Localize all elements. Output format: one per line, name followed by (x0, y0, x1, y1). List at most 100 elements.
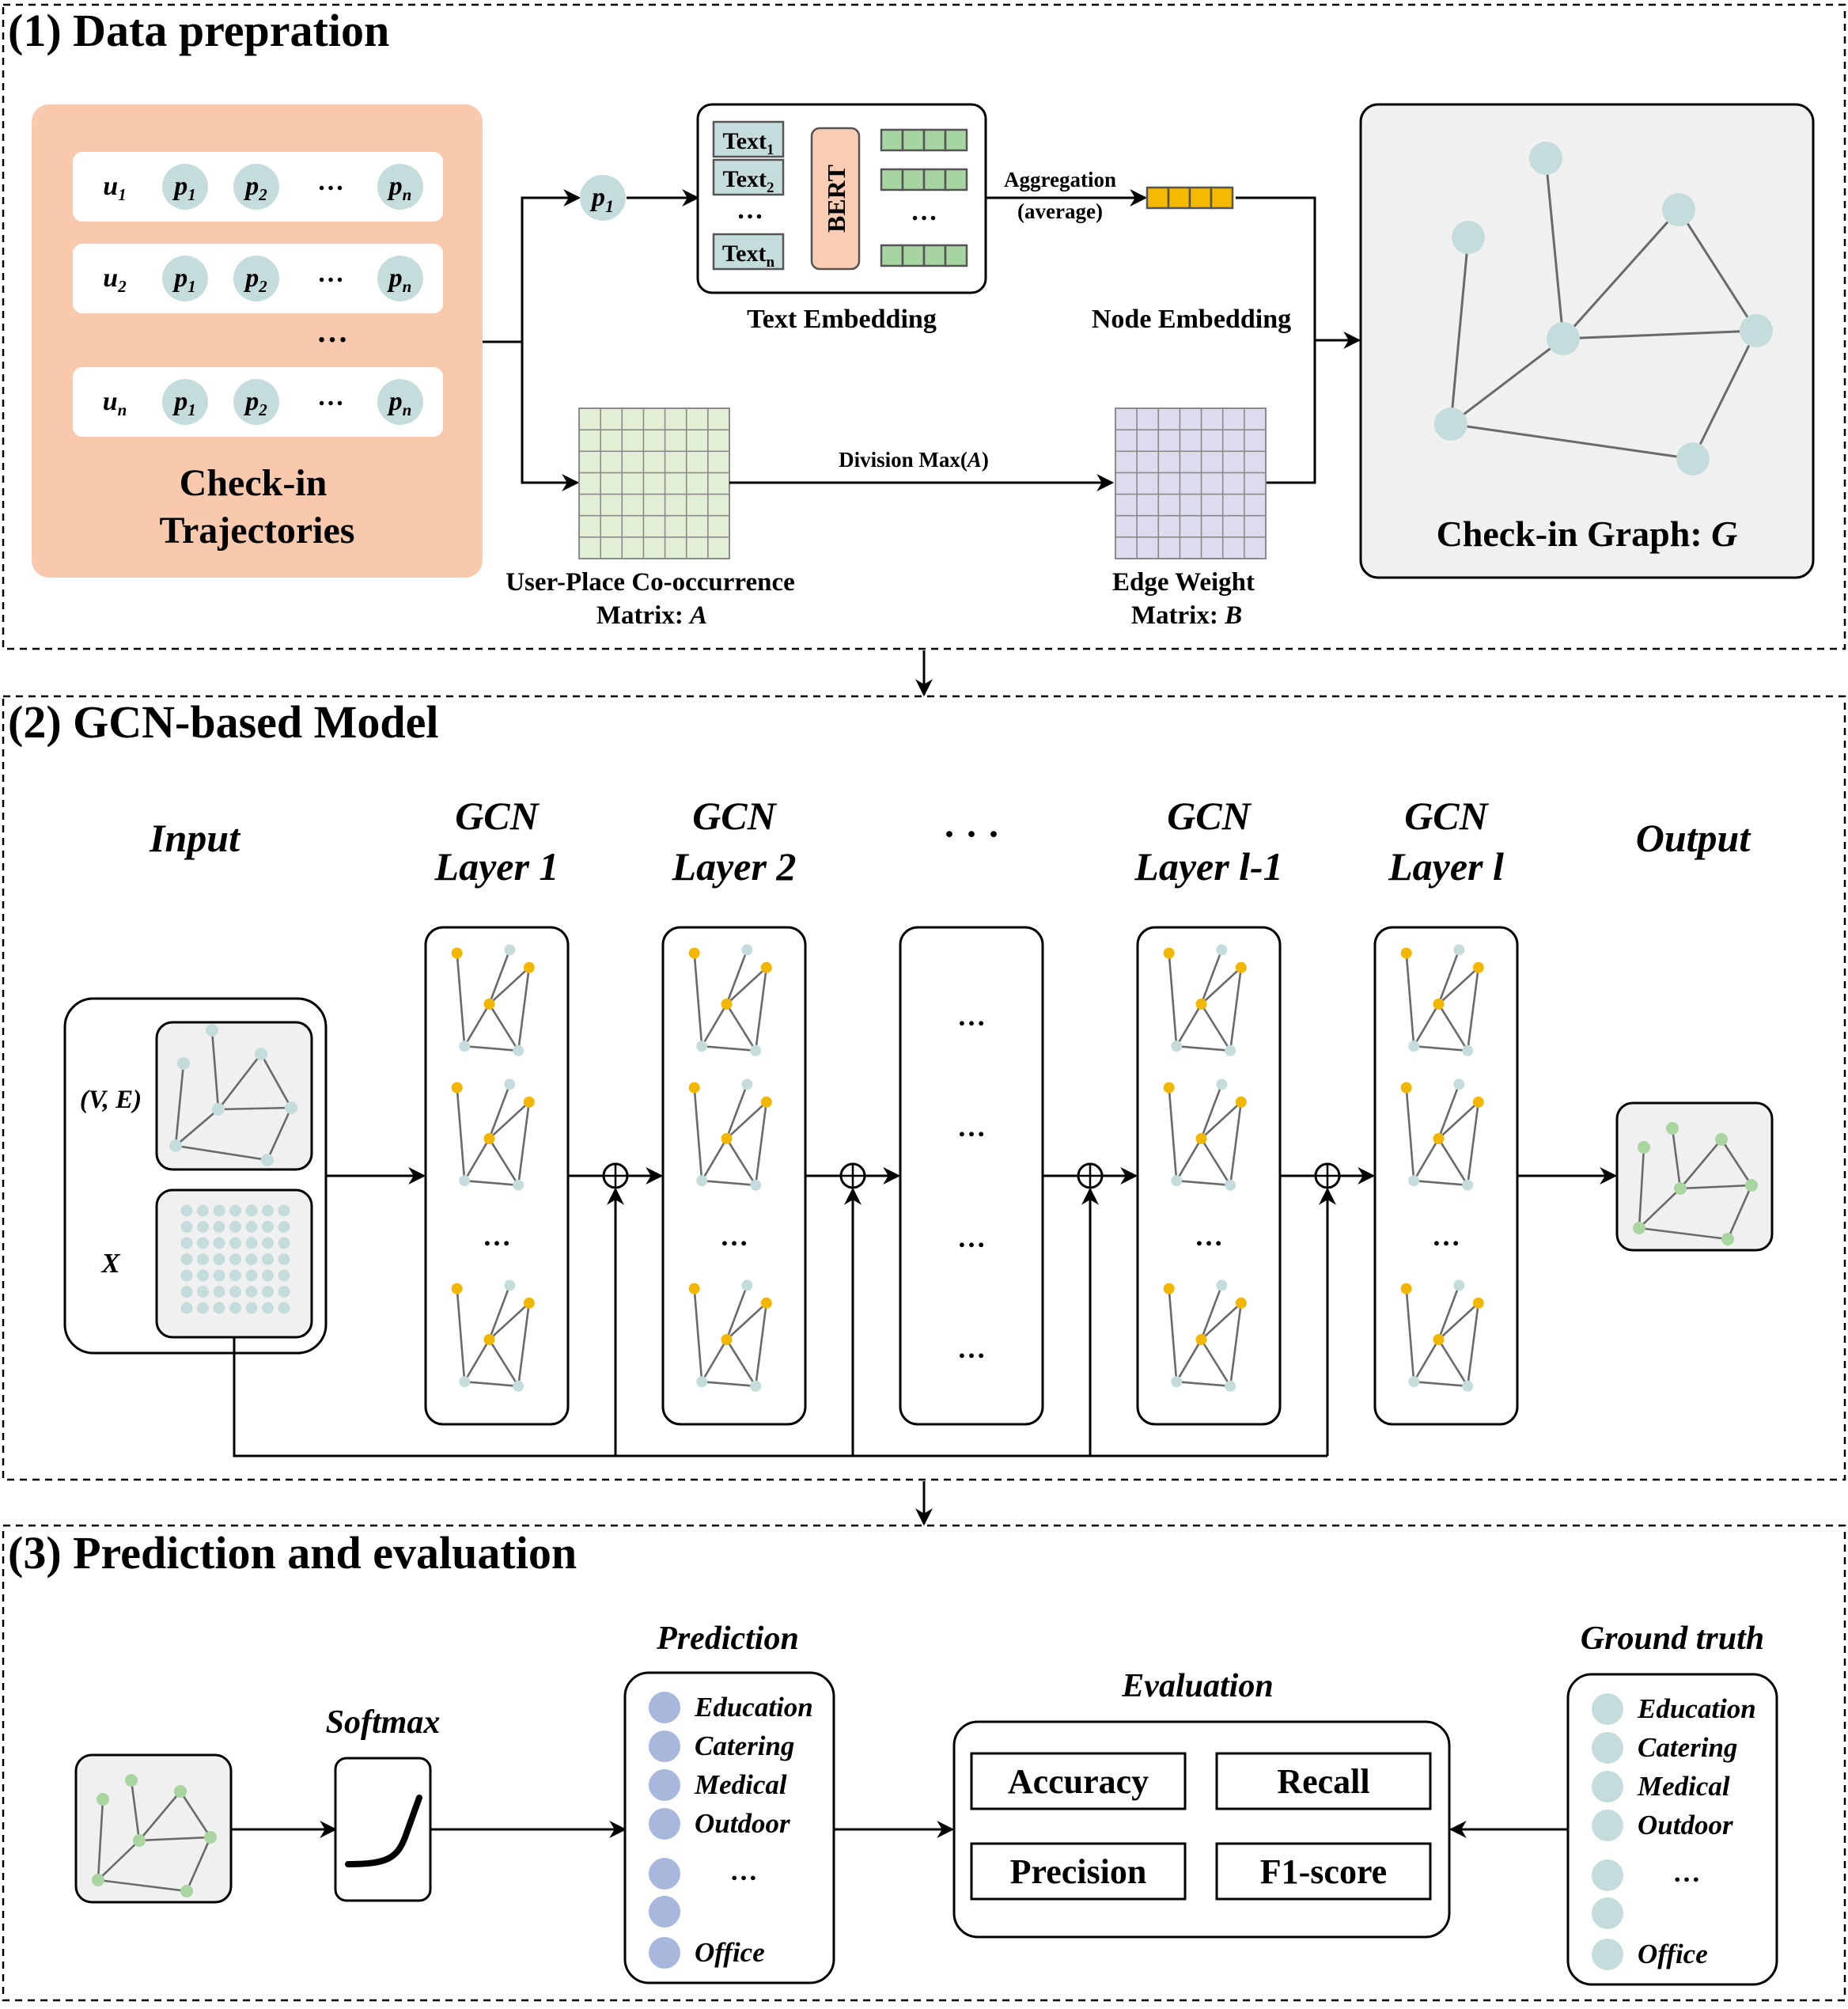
layer-graph-node (750, 1179, 762, 1191)
layer-graph-node (741, 1078, 753, 1090)
node-embedding-cell (1188, 186, 1213, 210)
place-node (162, 379, 208, 425)
ground-truth-item-label: Education (1637, 1693, 1756, 1724)
output-graph (1633, 1122, 1758, 1245)
place-node (377, 379, 423, 425)
layer-graph-node (1433, 1334, 1445, 1345)
layer-graph-edge (1437, 1083, 1460, 1139)
predicted-graph-node (133, 1834, 146, 1847)
place-label-sub: 1 (187, 277, 196, 296)
place-label-main: p (172, 172, 187, 201)
layer-graph-edge (1200, 966, 1242, 1005)
checkin-graph-edge (1562, 208, 1680, 340)
ground-truth-item-label-main: Catering (1638, 1732, 1737, 1763)
layer-graph-node (1163, 1082, 1175, 1094)
prediction-item-bullet (649, 1730, 680, 1762)
prediction-item-bullet (649, 1692, 680, 1723)
layer-graph-edge (1466, 1302, 1480, 1386)
layer-graph-node (1225, 1044, 1236, 1056)
layer-graph-edge (725, 1083, 748, 1139)
layer-graph-edge (702, 1044, 756, 1052)
layer-ellipsis: … (957, 1111, 986, 1143)
place-ellipsis-main: … (317, 259, 344, 288)
place-label-sub: 1 (187, 185, 196, 204)
predicted-graph-edge (97, 1840, 140, 1881)
feature-dot (245, 1269, 258, 1282)
user-label-sub: 2 (117, 277, 127, 296)
place-ellipsis-main: … (317, 382, 344, 411)
prediction-item-bullet (649, 1808, 680, 1840)
prediction-item-label: Office (695, 1937, 765, 1968)
place-label-sub: 2 (258, 400, 267, 419)
user-label: u1 (103, 172, 126, 204)
feature-dot (262, 1204, 274, 1217)
metric-label-main: F1-score (1260, 1852, 1387, 1891)
layer-graph-edge (1176, 1380, 1231, 1388)
layer-graph-node (1433, 999, 1445, 1010)
aggregation-label-line1: Aggregation (1004, 168, 1116, 191)
layer-graph-node (1195, 1334, 1207, 1345)
user-label-main: u (103, 387, 118, 416)
feature-dot (213, 1302, 225, 1314)
layer-graph-edge (725, 1302, 767, 1340)
place-label: p1 (172, 263, 196, 296)
text-cell-label-sub: 2 (767, 180, 774, 196)
input-graph-node (255, 1048, 267, 1060)
text-embedding-label: Text Embedding (747, 305, 937, 334)
metric-label: F1-score (1260, 1852, 1387, 1891)
embedding-cell (880, 168, 904, 191)
metric-label-main: Recall (1277, 1762, 1369, 1801)
layer-graph-edge (517, 1302, 531, 1386)
x-label: X (100, 1248, 121, 1279)
checkin-graph-node (1676, 442, 1710, 476)
predicted-graph-node (92, 1874, 104, 1886)
layer-ellipsis-main: … (720, 1220, 748, 1252)
node-embedding-cell (1167, 186, 1191, 210)
layer-ellipsis: … (483, 1220, 511, 1252)
feature-matrix-dots (180, 1204, 290, 1314)
ground-truth-item-label: Office (1638, 1939, 1708, 1969)
layer-graph-node (523, 961, 535, 973)
gcn-layer-title-line2: Layer l-1 (1134, 844, 1282, 889)
feature-dot (262, 1302, 274, 1314)
layer-ellipsis: … (1432, 1220, 1460, 1252)
layer-graph-node (1235, 1096, 1247, 1108)
section-2-frame (2, 695, 1846, 1481)
place-label: p2 (243, 263, 267, 296)
layer-graph-edge (1414, 1179, 1468, 1187)
layer-graph-edge (1413, 1003, 1440, 1047)
gcn-layer-title-line1-main: GCN (455, 794, 540, 838)
checkin-graph-edge (1691, 330, 1758, 460)
checkin-graph-node (1662, 193, 1695, 226)
layer-graph-edge (456, 953, 466, 1047)
layer-graph-node (1171, 1175, 1183, 1187)
layer-graph-node (1400, 1082, 1412, 1094)
feature-dot (278, 1204, 290, 1217)
output-graph-node (1633, 1222, 1645, 1234)
feature-dot (180, 1237, 193, 1249)
checkin-graph-edge (1449, 237, 1470, 425)
text-cell (712, 120, 785, 158)
feature-dot (262, 1221, 274, 1233)
text-cell-label-main: Text (722, 241, 767, 267)
output-graph-node (1715, 1133, 1728, 1146)
feature-dot (278, 1269, 290, 1282)
layer-graph-edge (1168, 953, 1178, 1047)
embedding-cell (922, 168, 947, 191)
layer-graph-edge (702, 1179, 756, 1187)
prediction-item-bullet (649, 1858, 680, 1890)
feature-dot (197, 1237, 209, 1249)
prediction-item-label: Catering (695, 1730, 794, 1761)
feature-dot (278, 1221, 290, 1233)
arrow-embedding-to-graph (1236, 196, 1361, 349)
user-label-main: u (103, 172, 118, 201)
layer-graph-node (1163, 1283, 1175, 1294)
layer-graph-node (1216, 944, 1228, 956)
layer-graph-node (721, 1334, 733, 1345)
place-label-main: p (387, 172, 403, 201)
layer-graph-edge (754, 1101, 768, 1185)
gcn-layer-title-line1: GCN (455, 794, 540, 838)
prediction-item-label: Medical (694, 1769, 787, 1800)
output-graph-edge (1679, 1139, 1722, 1189)
layer-graph-edge (1414, 1044, 1468, 1052)
